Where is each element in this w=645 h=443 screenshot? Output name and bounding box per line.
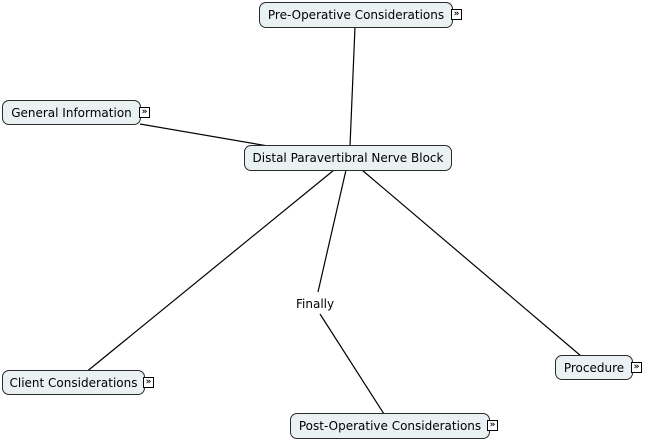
double-chevron-right-icon[interactable]: »: [487, 420, 498, 431]
edge-central-to-general-information: [139, 123, 269, 147]
central-topic-label: Distal Paravertibral Nerve Block: [252, 151, 444, 165]
node-label: Post-Operative Considerations: [298, 419, 482, 433]
node-label: Client Considerations: [9, 375, 138, 390]
edge-central-to-pre-operative: [349, 26, 356, 147]
linking-phrase-finally: Finally: [294, 297, 337, 311]
double-chevron-right-icon[interactable]: »: [451, 9, 462, 20]
node-label: Procedure: [563, 360, 625, 375]
node-client-considerations[interactable]: Client Considerations: [2, 370, 145, 395]
edge-central-to-finally: [317, 169, 347, 293]
node-pre-operative-considerations[interactable]: Pre-Operative Considerations: [259, 2, 453, 28]
node-label: General Information: [11, 105, 132, 120]
node-label: Pre-Operative Considerations: [267, 8, 445, 22]
double-chevron-right-icon[interactable]: »: [631, 362, 642, 373]
node-general-information[interactable]: General Information: [2, 100, 141, 125]
node-procedure[interactable]: Procedure: [555, 355, 633, 380]
double-chevron-right-icon[interactable]: »: [143, 377, 154, 388]
node-post-operative-considerations[interactable]: Post-Operative Considerations: [290, 413, 490, 439]
double-chevron-right-icon[interactable]: »: [139, 107, 150, 118]
edge-central-to-procedure: [361, 169, 582, 357]
edge-central-to-client: [84, 169, 335, 374]
edge-finally-to-post-operative: [319, 313, 385, 415]
node-central-topic[interactable]: Distal Paravertibral Nerve Block: [244, 145, 452, 171]
